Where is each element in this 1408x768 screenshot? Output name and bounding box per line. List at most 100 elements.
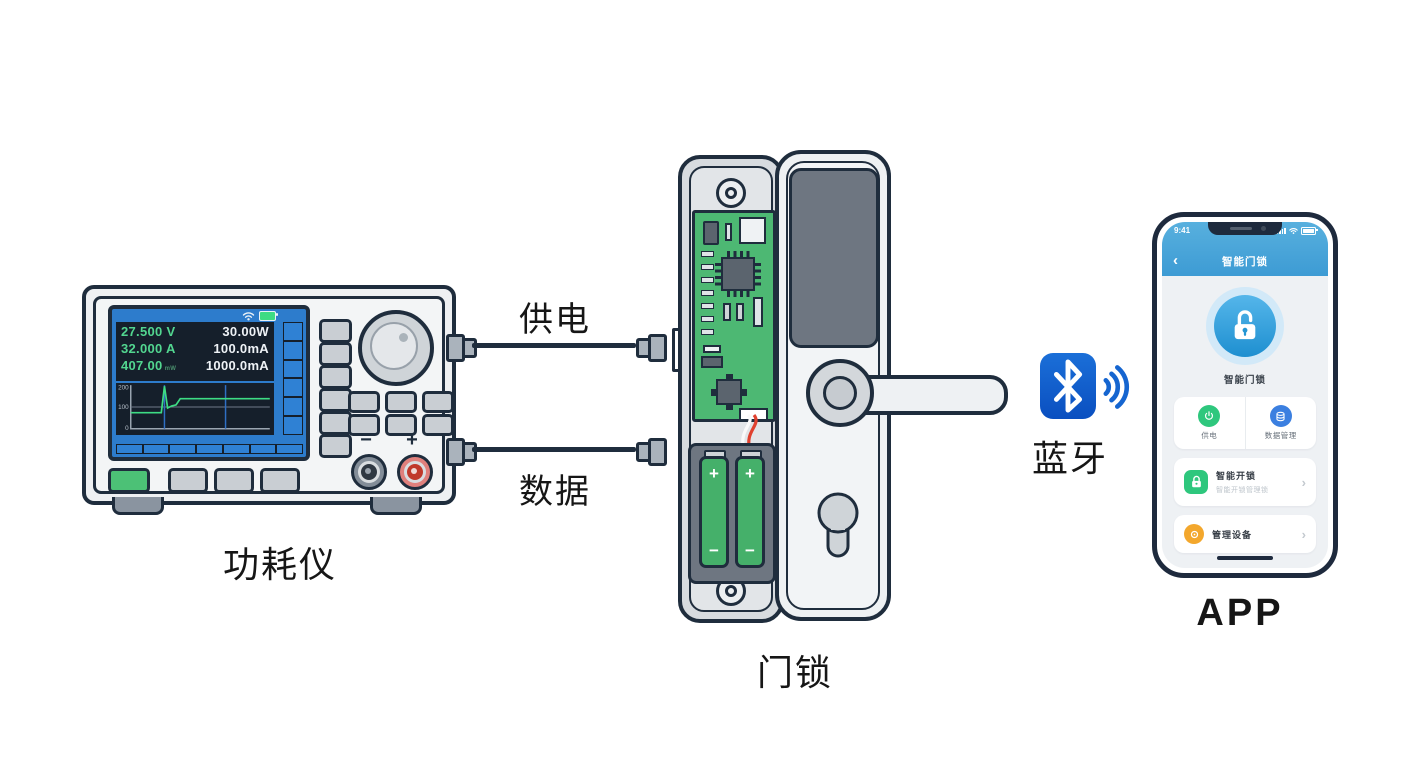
meter-foot (370, 497, 422, 515)
current-range-value: 100.0mA (213, 341, 269, 356)
battery-icon (1301, 226, 1318, 235)
power-button (108, 468, 150, 493)
menu-item-manage-devices: 管理设备 › (1174, 515, 1316, 553)
smd-pad (701, 316, 714, 322)
reading-row-voltage: 27.500 V 30.00W (121, 324, 269, 341)
lock-caption: 门锁 (756, 652, 833, 693)
voltage-value: 27.500 V (121, 324, 176, 339)
quick-action-label: 数据管理 (1264, 431, 1297, 440)
bluetooth-caption: 蓝牙 (1031, 438, 1108, 479)
negative-terminal-jack (351, 454, 387, 490)
current-limit-value: 1000.0mA (205, 358, 269, 373)
data-wire (472, 447, 636, 452)
preset-button (214, 468, 254, 493)
smd-pad (701, 329, 714, 335)
unlock-button (1214, 295, 1276, 357)
battery-cell: + − (699, 456, 729, 568)
app-header: 9:41 ‹ 智能门锁 (1162, 222, 1328, 276)
app-title: 智能门锁 (1222, 255, 1268, 268)
quick-action-data: 数据管理 (1246, 397, 1317, 449)
device-name-label: 智能门锁 (1223, 375, 1266, 386)
keypad-button (422, 414, 454, 436)
battery-plus-mark: + (745, 464, 755, 483)
quick-action-label: 供电 (1201, 431, 1218, 440)
softkey-highlight-column (283, 322, 303, 435)
battery-minus-mark: − (745, 541, 755, 560)
keyhole-icon (817, 492, 859, 558)
pcb-module (739, 217, 766, 244)
energy-value: 407.00 (121, 358, 163, 373)
screw-icon (716, 178, 746, 208)
capacitor (736, 303, 744, 321)
function-button (319, 342, 352, 366)
data-wire-label: 数据 (519, 473, 591, 511)
chevron-right-icon: › (1301, 526, 1306, 542)
smd-pad (701, 303, 714, 309)
padlock-icon (1191, 475, 1201, 488)
battery-compartment: + − + − (688, 443, 776, 584)
battery-icon (259, 310, 278, 321)
power-meter: 27.500 V 30.00W 32.000 A 100.0mA 407.00 … (82, 285, 456, 505)
smd-pad (701, 277, 714, 283)
app-screen: 9:41 ‹ 智能门锁 (1162, 222, 1328, 568)
status-time: 9:41 (1174, 226, 1191, 235)
battery-connector (739, 408, 768, 421)
home-indicator (1217, 556, 1273, 560)
current-waveform-graph: 200 100 0 (116, 381, 274, 435)
menu-item-smart-unlock: 智能开锁 智能开锁管理锁 › (1174, 458, 1316, 506)
function-button (319, 319, 352, 343)
negative-terminal-label: − (360, 429, 372, 451)
current-value: 32.000 A (121, 341, 176, 356)
menu-item-title: 智能开锁 (1216, 471, 1257, 482)
wifi-icon (1289, 228, 1298, 234)
camera-icon (1261, 226, 1266, 231)
preset-button (168, 468, 208, 493)
lock-handle-base (806, 359, 874, 427)
keypad-button (385, 391, 417, 413)
smd-pad (701, 264, 714, 270)
power-wire-label: 供电 (519, 301, 591, 339)
settings-ring-icon (1190, 530, 1198, 538)
battery-plus-mark: + (709, 464, 719, 483)
keypad-button (422, 391, 454, 413)
cable-plug (462, 442, 477, 462)
meter-caption: 功耗仪 (222, 544, 337, 585)
capacitor (723, 303, 731, 321)
pcb-component (753, 297, 763, 327)
unlock-button-halo (1206, 287, 1284, 365)
graph-tick-0: 0 (125, 425, 129, 432)
keypad-button (385, 414, 417, 436)
graph-tick-200: 200 (118, 384, 129, 391)
menu-item-title: 管理设备 (1212, 529, 1253, 540)
control-knob (358, 310, 434, 386)
positive-terminal-jack (397, 454, 433, 490)
knob-marker-dot (399, 333, 408, 342)
power-wire (472, 343, 636, 348)
lock-data-port (648, 438, 667, 466)
power-icon (1205, 411, 1214, 420)
power-value: 30.00W (222, 324, 269, 339)
phone-caption: APP (1196, 592, 1284, 634)
smd-pad (701, 251, 714, 257)
meter-display: 27.500 V 30.00W 32.000 A 100.0mA 407.00 … (108, 305, 310, 461)
wifi-icon (242, 312, 255, 321)
bluetooth-icon (1040, 353, 1096, 419)
pcb-component (703, 345, 721, 353)
preset-button (260, 468, 300, 493)
chevron-right-icon: › (1301, 474, 1306, 490)
unlocked-padlock-icon (1234, 310, 1256, 340)
positive-terminal-label: + (406, 429, 418, 451)
function-button (319, 365, 352, 389)
data-icon (1276, 411, 1285, 421)
lock-circuit-board (692, 210, 776, 422)
pcb-component (725, 223, 732, 241)
pcb-component (703, 221, 719, 245)
quick-action-power: 供电 (1174, 397, 1246, 449)
function-button (319, 434, 352, 458)
phone-notch (1208, 222, 1282, 235)
reading-row-energy: 407.00 mW 1000.0mA (121, 358, 269, 375)
cable-plug (462, 338, 477, 358)
menu-tab-bar (116, 444, 303, 454)
reading-row-current: 32.000 A 100.0mA (121, 341, 269, 358)
